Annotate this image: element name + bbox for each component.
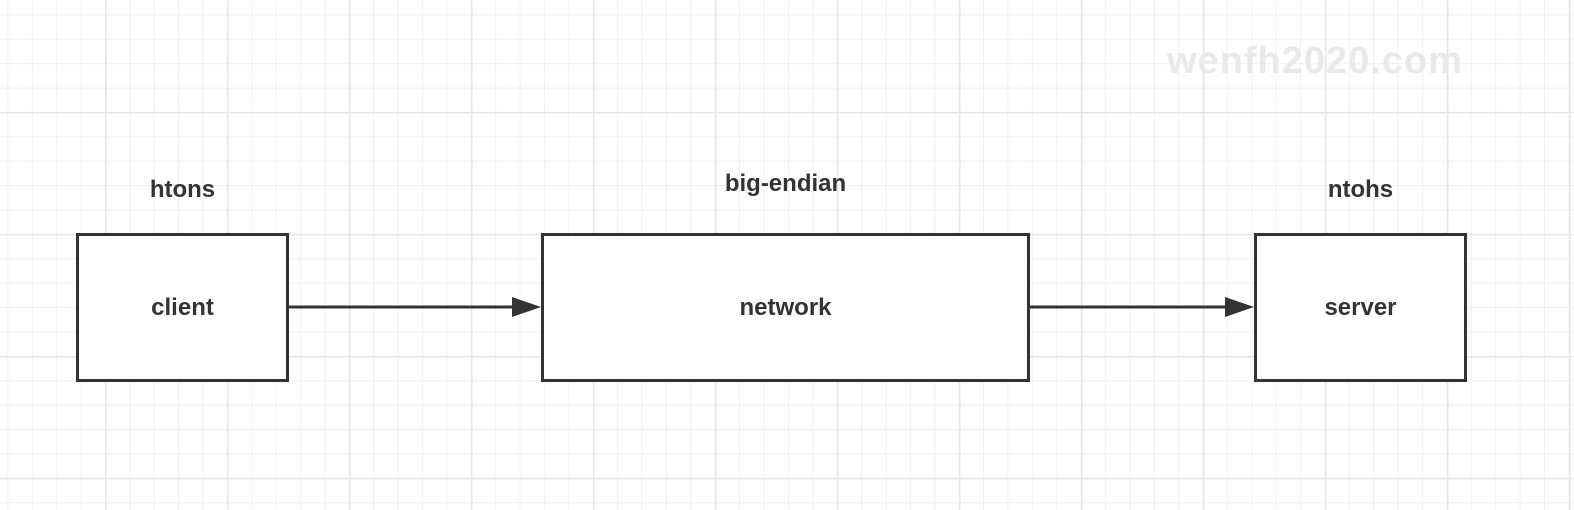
client-caption: htons	[149, 176, 216, 203]
server-node-label: server	[1324, 293, 1397, 321]
client-node: client	[76, 233, 289, 382]
client-node-label: client	[151, 293, 214, 321]
server-caption: ntohs	[1327, 176, 1394, 203]
network-caption: big-endian	[724, 170, 847, 197]
server-node: server	[1254, 233, 1467, 382]
network-node-label: network	[739, 293, 832, 321]
network-node: network	[541, 233, 1030, 382]
arrowhead-network-to-server	[1225, 297, 1254, 317]
arrowhead-client-to-network	[512, 297, 541, 317]
watermark: wenfh2020.com	[1167, 40, 1463, 82]
